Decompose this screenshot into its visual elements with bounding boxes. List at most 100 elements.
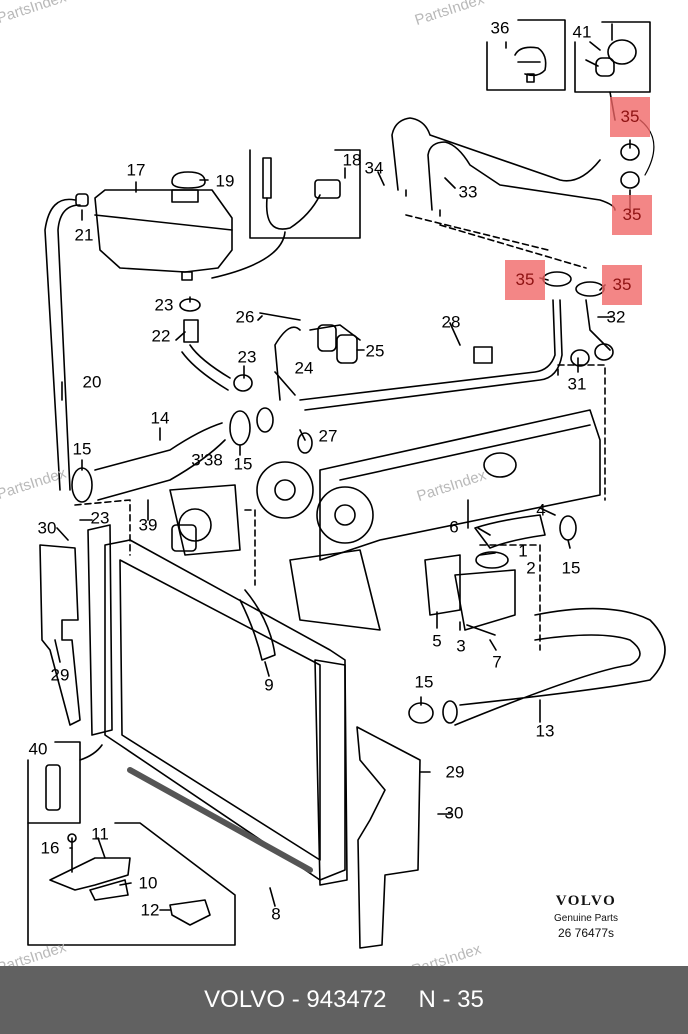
callout-40[interactable]: 40 [28, 739, 48, 759]
callout-24[interactable]: 24 [294, 358, 314, 378]
clamp-15-a [71, 467, 93, 503]
valve-41 [585, 23, 637, 77]
clamp-35-b [620, 171, 640, 189]
radiator-8 [87, 524, 348, 886]
bracket-29-left [39, 544, 81, 726]
highlighted-callout-35[interactable]: 35 [610, 97, 650, 137]
water-pump-38 [169, 484, 241, 556]
clamp-15-c [559, 515, 577, 541]
volvo-logo: VOLVO [555, 893, 617, 909]
sensor-40 [45, 764, 61, 811]
bracket-29-right [356, 726, 421, 949]
callout-30[interactable]: 30 [444, 803, 464, 823]
expansion-tank-17 [94, 171, 233, 281]
mount-11 [49, 833, 131, 901]
callout-14[interactable]: 14 [150, 408, 170, 428]
callout-7[interactable]: 7 [492, 652, 502, 672]
callout-31[interactable]: 31 [567, 374, 587, 394]
bolt-26 [259, 312, 301, 321]
callout-15[interactable]: 15 [233, 454, 253, 474]
hose-33 [427, 141, 616, 211]
bracket-28 [473, 346, 493, 364]
cap-21 [75, 193, 89, 207]
callout-25[interactable]: 25 [365, 341, 385, 361]
callout-15[interactable]: 15 [561, 558, 581, 578]
sensor-18 [211, 157, 341, 279]
clamp-15-b [229, 410, 251, 446]
inset-box-18 [249, 149, 361, 239]
clamp-15-d [408, 702, 434, 724]
callout-4[interactable]: 4 [536, 500, 546, 520]
highlighted-callout-35[interactable]: 35 [505, 260, 545, 300]
callout-37-38[interactable]: 3'38 [191, 450, 223, 470]
callout-9[interactable]: 9 [264, 675, 274, 695]
callout-13[interactable]: 13 [535, 721, 555, 741]
diagram-code: 26 76477s [557, 926, 615, 940]
hose-34 [391, 117, 601, 191]
bracket-12 [169, 899, 211, 926]
callout-33[interactable]: 33 [458, 182, 478, 202]
callout-16[interactable]: 16 [40, 838, 60, 858]
parts-diagram [27, 19, 666, 949]
callout-29[interactable]: 29 [445, 762, 465, 782]
callout-30[interactable]: 30 [37, 518, 57, 538]
callout-28[interactable]: 28 [441, 312, 461, 332]
highlighted-callout-35[interactable]: 35 [612, 195, 652, 235]
callout-18[interactable]: 18 [342, 150, 362, 170]
highlight-label: 35 [622, 205, 642, 224]
callout-22[interactable]: 22 [151, 326, 171, 346]
callout-1[interactable]: 1 [518, 541, 528, 561]
position-number: N - 35 [418, 986, 484, 1013]
inset-box-41 [574, 21, 651, 93]
callout-5[interactable]: 5 [432, 631, 442, 651]
highlight-label: 35 [612, 275, 632, 294]
clip-36 [514, 46, 547, 83]
hose-13 [454, 607, 666, 726]
highlight-label: 35 [515, 270, 535, 289]
mount-9 [239, 589, 276, 661]
cam-gear-b [316, 486, 374, 544]
callout-17[interactable]: 17 [126, 160, 146, 180]
cam-gear-a [256, 461, 314, 519]
callout-32[interactable]: 32 [606, 307, 626, 327]
inset-box-36 [486, 19, 566, 91]
callout-3[interactable]: 3 [456, 636, 466, 656]
callout-19[interactable]: 19 [215, 171, 235, 191]
thermostat-housing [424, 499, 577, 636]
callout-12[interactable]: 12 [140, 900, 160, 920]
callout-27[interactable]: 27 [318, 426, 338, 446]
clamp-35-d [575, 281, 605, 297]
callout-23[interactable]: 23 [90, 508, 110, 528]
fitting-31 [570, 349, 590, 367]
o-ring-27 [297, 432, 313, 454]
callout-15[interactable]: 15 [414, 672, 434, 692]
callout-11[interactable]: 11 [91, 824, 109, 844]
callout-34[interactable]: 34 [364, 158, 384, 178]
footer-bar: VOLVO - 943472 N - 35 [0, 966, 688, 1034]
callout-8[interactable]: 8 [271, 904, 281, 924]
inset-box-40 [27, 741, 81, 824]
highlight-label: 35 [620, 107, 640, 126]
brand-block: VOLVO Genuine Parts 26 76477s [526, 893, 646, 940]
brand-subtitle: Genuine Parts [554, 913, 618, 924]
callout-10[interactable]: 10 [138, 873, 158, 893]
callout-6[interactable]: 6 [449, 517, 459, 537]
hose-22 [183, 319, 199, 343]
callout-20[interactable]: 20 [82, 372, 102, 392]
hose-14 [94, 422, 226, 501]
inset-box-mount [27, 822, 236, 946]
callout-29[interactable]: 29 [50, 665, 70, 685]
callout-26[interactable]: 26 [235, 307, 255, 327]
callout-2[interactable]: 2 [526, 558, 536, 578]
highlighted-callout-35[interactable]: 35 [602, 265, 642, 305]
callout-39[interactable]: 39 [138, 515, 158, 535]
callout-23[interactable]: 23 [237, 347, 257, 367]
pipe-28 [299, 299, 563, 411]
callout-36[interactable]: 36 [490, 18, 510, 38]
callout-23[interactable]: 23 [154, 295, 174, 315]
callout-15[interactable]: 15 [72, 439, 92, 459]
callout-21[interactable]: 21 [74, 225, 94, 245]
engine-head [256, 409, 601, 631]
callout-41[interactable]: 41 [572, 22, 592, 42]
flange-25 [336, 334, 358, 364]
